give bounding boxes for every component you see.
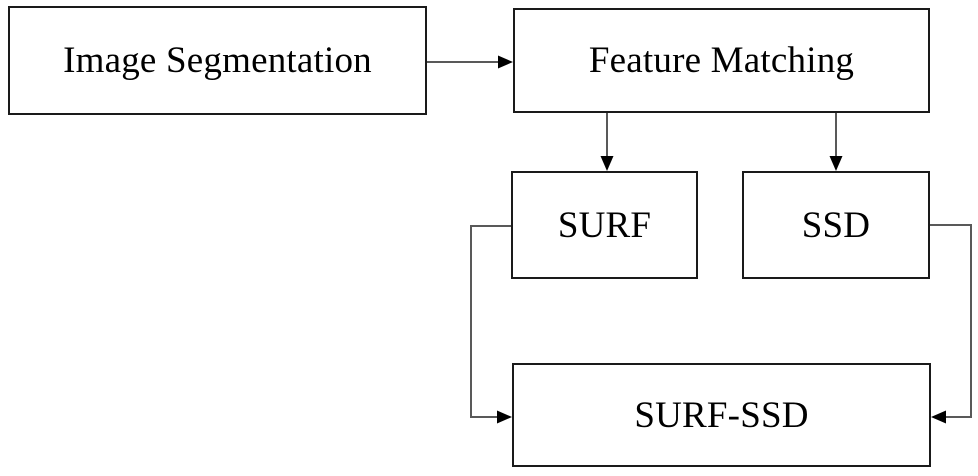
- edge-feature-matching-to-ssd: [829, 113, 843, 171]
- arrow-right-icon: [498, 55, 513, 69]
- node-ssd: SSD: [742, 171, 930, 279]
- edge-line: [470, 225, 511, 418]
- edge-feature-matching-to-surf: [600, 113, 614, 171]
- arrow-left-icon: [931, 410, 946, 424]
- node-image-segmentation: Image Segmentation: [8, 6, 427, 115]
- edge-image-segmentation-to-feature-matching: [427, 55, 513, 69]
- arrow-down-icon: [600, 156, 614, 171]
- node-surf-ssd: SURF-SSD: [512, 363, 931, 467]
- node-surf: SURF: [511, 171, 698, 279]
- node-ssd-label: SSD: [801, 204, 871, 246]
- edge-surf-to-surf-ssd: [470, 225, 512, 424]
- arrow-down-icon: [829, 156, 843, 171]
- arrow-right-icon: [497, 410, 512, 424]
- node-image-segmentation-label: Image Segmentation: [63, 40, 372, 81]
- node-feature-matching-label: Feature Matching: [588, 40, 855, 81]
- edge-line: [930, 224, 972, 418]
- node-surf-label: SURF: [557, 204, 652, 246]
- node-surf-ssd-label: SURF-SSD: [634, 394, 809, 436]
- node-feature-matching: Feature Matching: [513, 8, 930, 113]
- edge-ssd-to-surf-ssd: [930, 224, 972, 424]
